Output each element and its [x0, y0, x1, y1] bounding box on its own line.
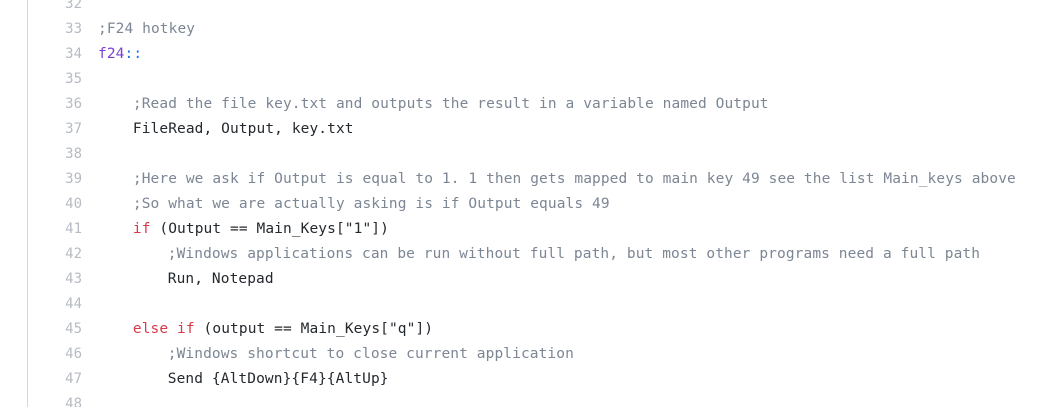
- code-token-plain: [168, 321, 177, 337]
- code-token-op: ::: [124, 46, 143, 62]
- code-token-comment: ;F24 hotkey: [98, 21, 196, 37]
- line-number: 33: [65, 21, 82, 37]
- code-token-function: F4: [300, 371, 318, 387]
- code-token-keyword: if: [132, 221, 151, 237]
- code-line[interactable]: 44: [0, 292, 1053, 317]
- line-number: 44: [65, 296, 82, 312]
- code-token-brace: }: [282, 371, 292, 387]
- code-line[interactable]: 34 f24::: [0, 42, 1053, 67]
- code-line[interactable]: 32: [0, 0, 1053, 17]
- line-number: 36: [65, 96, 82, 112]
- code-token-comment: ;So what we are actually asking is if Ou…: [132, 196, 610, 212]
- code-token-comment: ;Read the file key.txt and outputs the r…: [132, 96, 769, 112]
- code-token-function: AltDown: [220, 371, 283, 387]
- line-number: 46: [65, 346, 82, 362]
- code-line[interactable]: 35: [0, 67, 1053, 92]
- line-number: 40: [65, 196, 82, 212]
- code-token-function: Run: [167, 271, 195, 287]
- line-number: 45: [65, 321, 82, 337]
- code-line-content[interactable]: f24::: [98, 42, 142, 67]
- code-line-content[interactable]: ;Read the file key.txt and outputs the r…: [133, 92, 769, 117]
- code-token-keyword: else: [132, 321, 169, 337]
- line-number: 43: [65, 271, 82, 287]
- code-line[interactable]: 45 else if (output == Main_Keys["q"]): [0, 317, 1053, 342]
- code-line-content[interactable]: ;So what we are actually asking is if Ou…: [133, 192, 610, 217]
- line-number: 41: [65, 221, 82, 237]
- line-number: 39: [65, 171, 82, 187]
- code-token-brace: {: [211, 371, 221, 387]
- code-line[interactable]: 39 ;Here we ask if Output is equal to 1. …: [0, 167, 1053, 192]
- line-number: 35: [65, 71, 82, 87]
- code-token-comment: ;Here we ask if Output is equal to 1. 1 …: [132, 171, 1016, 187]
- gutter-divider-rule: [27, 0, 28, 407]
- code-line-content[interactable]: Send {AltDown}{F4}{AltUp}: [168, 367, 389, 392]
- code-token-label: f24: [98, 46, 125, 62]
- code-token-function: FileRead: [132, 121, 204, 137]
- code-line-content[interactable]: else if (output == Main_Keys["q"]): [133, 317, 433, 342]
- code-line[interactable]: 42 ;Windows applications can be run witho…: [0, 242, 1053, 267]
- code-token-comment: ;Windows shortcut to close current appli…: [167, 346, 574, 362]
- code-line-content[interactable]: if (Output == Main_Keys["1"]): [133, 217, 389, 242]
- code-line[interactable]: 43 Run, Notepad: [0, 267, 1053, 292]
- code-line-content[interactable]: ;F24 hotkey: [98, 17, 195, 42]
- code-line[interactable]: 48: [0, 392, 1053, 407]
- code-line[interactable]: 40 ;So what we are actually asking is if …: [0, 192, 1053, 217]
- line-number: 42: [65, 246, 82, 262]
- code-token-plain: (output == Main_Keys["q"]): [194, 321, 434, 337]
- code-token-plain: [203, 371, 212, 387]
- code-line[interactable]: 33 ;F24 hotkey: [0, 17, 1053, 42]
- line-number: 38: [65, 146, 82, 162]
- code-line-content[interactable]: ;Here we ask if Output is equal to 1. 1 …: [133, 167, 1016, 192]
- code-token-plain: (Output == Main_Keys["1"]): [150, 221, 389, 237]
- code-line[interactable]: 38: [0, 142, 1053, 167]
- code-token-function: Send: [167, 371, 204, 387]
- line-number: 34: [65, 46, 82, 62]
- code-token-brace: }: [317, 371, 327, 387]
- code-line-content[interactable]: ;Windows shortcut to close current appli…: [168, 342, 574, 367]
- code-line[interactable]: 36 ;Read the file key.txt and outputs the…: [0, 92, 1053, 117]
- code-token-plain: , Notepad: [194, 271, 274, 287]
- line-number: 37: [65, 121, 82, 137]
- code-line[interactable]: 37 FileRead, Output, key.txt: [0, 117, 1053, 142]
- code-line-content[interactable]: Run, Notepad: [168, 267, 274, 292]
- line-number: 47: [65, 371, 82, 387]
- code-line-content[interactable]: ;Windows applications can be run without…: [168, 242, 980, 267]
- line-number: 48: [65, 396, 82, 407]
- code-line[interactable]: 46 ;Windows shortcut to close current app…: [0, 342, 1053, 367]
- code-line[interactable]: 41 if (Output == Main_Keys["1"]): [0, 217, 1053, 242]
- code-token-function: AltUp: [335, 371, 380, 387]
- code-token-keyword: if: [177, 321, 195, 337]
- code-token-brace: {: [326, 371, 336, 387]
- code-line-content[interactable]: FileRead, Output, key.txt: [133, 117, 354, 142]
- code-token-brace: }: [379, 371, 389, 387]
- line-number: 32: [65, 0, 82, 12]
- code-token-brace: {: [291, 371, 301, 387]
- code-token-comment: ;Windows applications can be run without…: [167, 246, 981, 262]
- code-token-plain: , Output, key.txt: [203, 121, 354, 137]
